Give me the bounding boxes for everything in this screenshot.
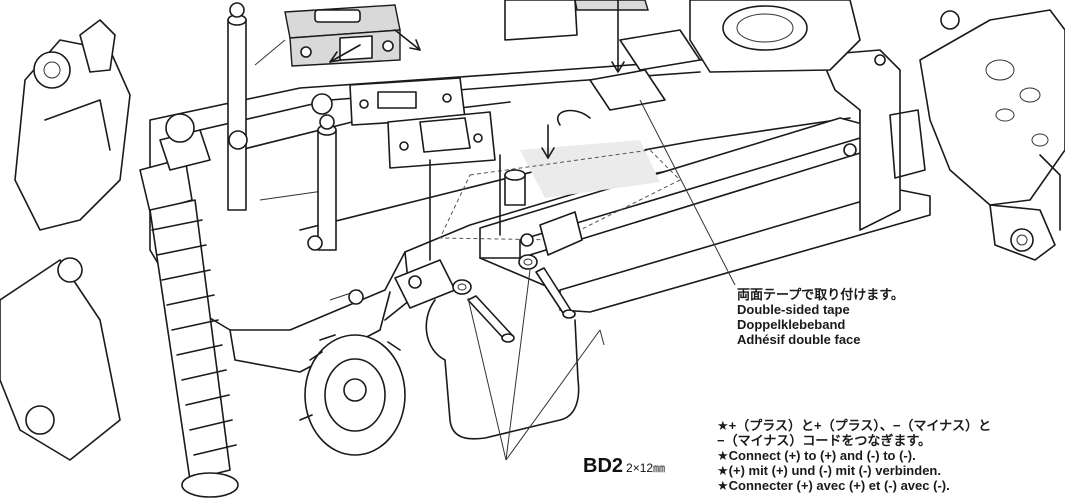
left-suspension-arm [0, 19, 131, 461]
tape-note-fr: Adhésif double face [737, 332, 861, 347]
body-post-left [227, 2, 247, 211]
receiver-mount-upper [349, 77, 466, 126]
receiver-mount-lower [387, 111, 496, 169]
gearbox [689, 0, 861, 73]
connect-note-ja-2: −（マイナス）コードをつなぎます。 [717, 433, 932, 448]
connect-note: ★+（プラス）と+（プラス）、−（マイナス）と −（マイナス）コードをつなぎます… [717, 418, 991, 493]
right-suspension [919, 9, 1065, 261]
connect-note-ja-1: ★+（プラス）と+（プラス）、−（マイナス）と [717, 418, 992, 433]
tape-note-en: Double-sided tape [737, 302, 850, 317]
screw-right [535, 267, 576, 319]
shock-absorber [139, 113, 239, 498]
connect-note-fr: ★Connecter (+) avec (+) et (-) avec (-). [717, 478, 950, 493]
wheel-hub [299, 334, 406, 456]
screw-size: 2×12㎜ [626, 461, 666, 475]
connect-note-de: ★(+) mit (+) und (-) mit (-) verbinden. [717, 463, 941, 478]
tape-note-de: Doppelklebeband [737, 317, 846, 332]
servo-unit [504, 0, 649, 41]
right-frame-plate [819, 49, 926, 231]
tape-note-ja: 両面テープで取り付けます。 [737, 287, 904, 302]
leader-lines [467, 99, 736, 461]
body-post-right [317, 114, 337, 251]
washer-left [452, 279, 472, 295]
washer-right [518, 254, 538, 270]
tape-note: 両面テープで取り付けます。 Double-sided tape Doppelkl… [737, 287, 904, 347]
connect-note-en: ★Connect (+) to (+) and (-) to (-). [717, 448, 916, 463]
screw-left [467, 295, 515, 343]
assembly-arrows [254, 0, 625, 159]
double-sided-tape [589, 29, 701, 111]
screw-code: BD2 [583, 455, 624, 477]
receiver-unit [284, 4, 401, 67]
